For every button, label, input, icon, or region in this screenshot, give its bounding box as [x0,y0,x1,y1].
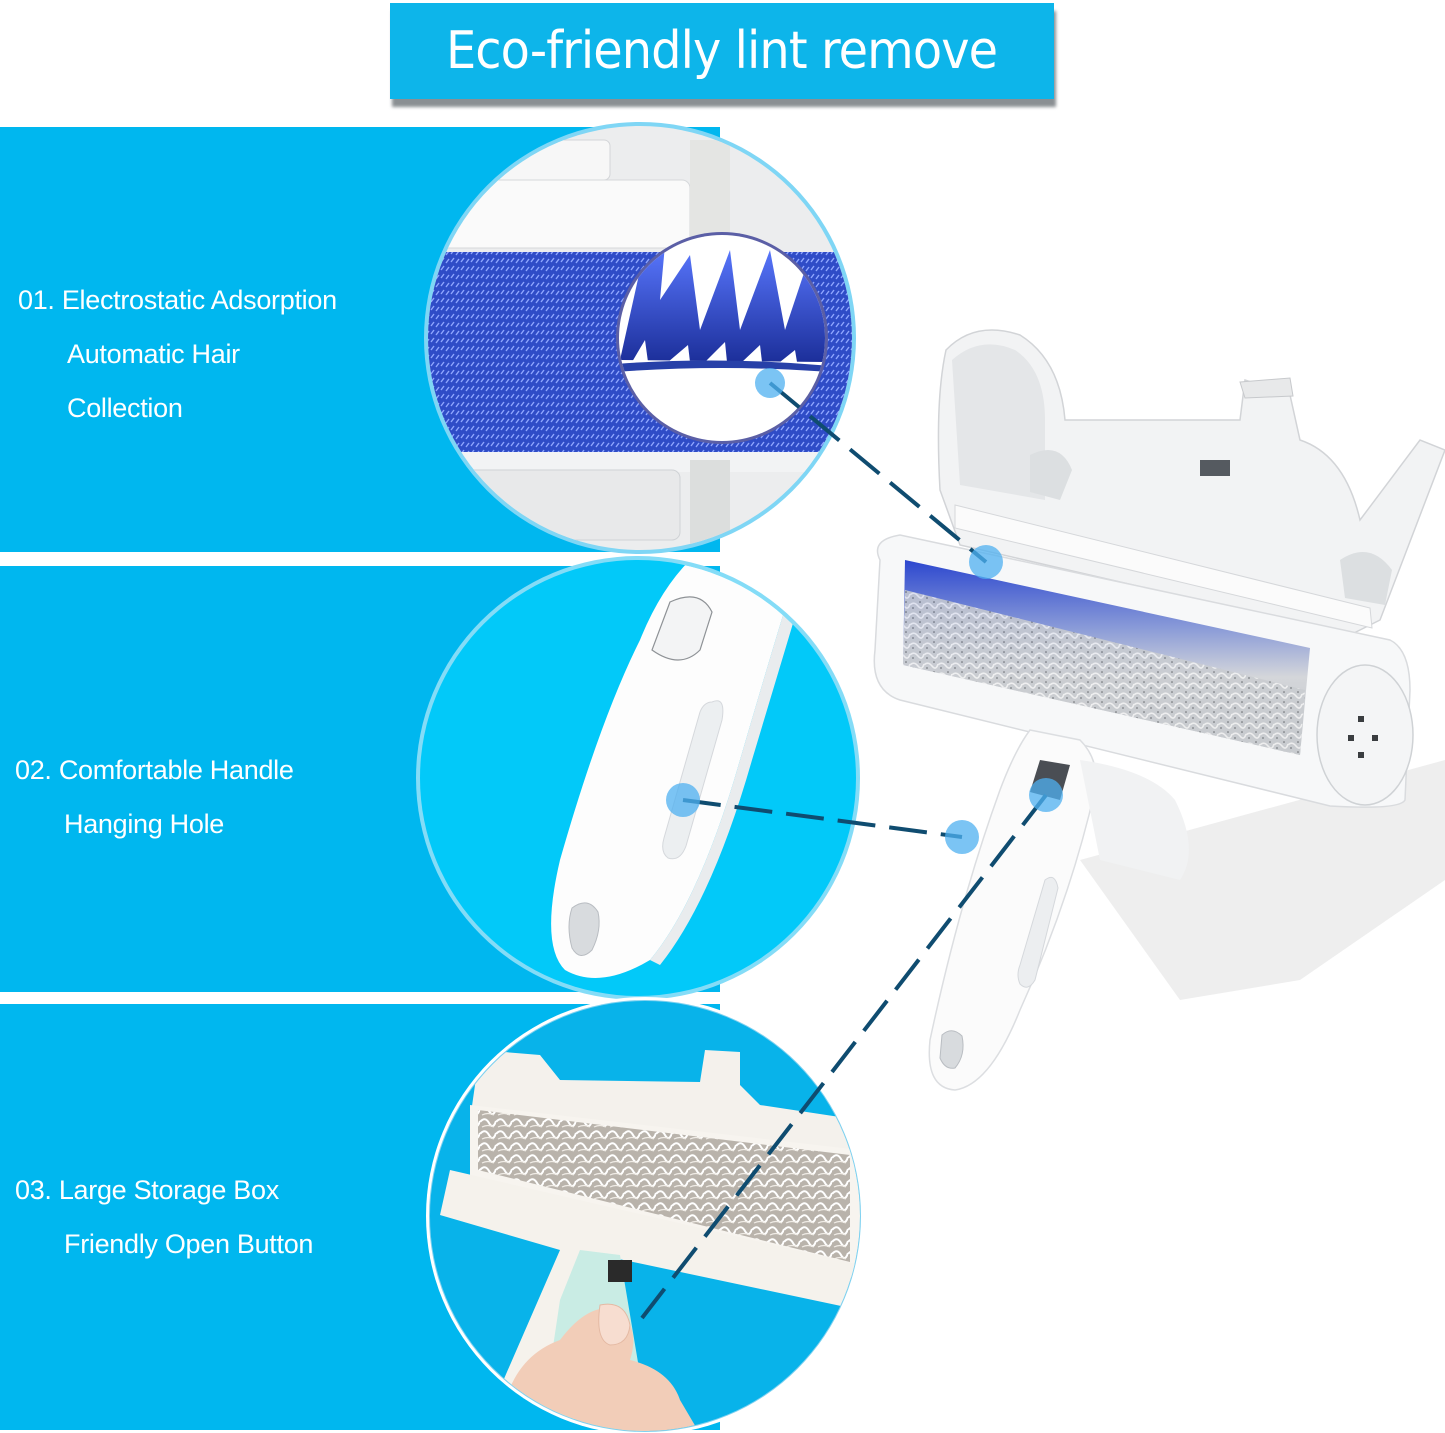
feature-3-line-1: Friendly Open Button [64,1229,314,1259]
feature-3-heading: 03. Large Storage Box [15,1163,313,1217]
feature-3: 03. Large Storage Box Friendly Open Butt… [15,1163,313,1271]
feature-2-title: Comfortable Handle [58,755,294,785]
page-title: Eco-friendly lint remove [446,21,998,81]
callout-dot-3a [1029,778,1063,812]
feature-1-line-2: Collection [67,393,183,423]
product-image-lint-roller [873,329,1445,1091]
feature-1-title: Electrostatic Adsorption [61,285,337,315]
feature-2: 02. Comfortable Handle Hanging Hole [15,743,294,851]
feature-1-number: 01. [18,285,55,315]
callout-line-2 [682,798,963,839]
feature-1: 01. Electrostatic Adsorption Automatic H… [18,273,337,435]
feature-2-heading: 02. Comfortable Handle [15,743,294,797]
feature-2-number: 02. [15,755,52,785]
feature-1-heading: 01. Electrostatic Adsorption [18,273,337,327]
feature-3-number: 03. [15,1175,52,1205]
callout-dot-1b [969,545,1003,579]
callout-line-1 [768,381,988,564]
callout-dot-2b [945,820,979,854]
title-banner-box: Eco-friendly lint remove [390,3,1054,99]
callout-dot-1a [755,368,785,398]
title-banner: Eco-friendly lint remove [390,3,1056,107]
callout-dots [666,368,1063,854]
feature-1-line-1: Automatic Hair [67,339,240,369]
feature-2-line-1: Hanging Hole [64,809,225,839]
feature-3-title: Large Storage Box [58,1175,279,1205]
